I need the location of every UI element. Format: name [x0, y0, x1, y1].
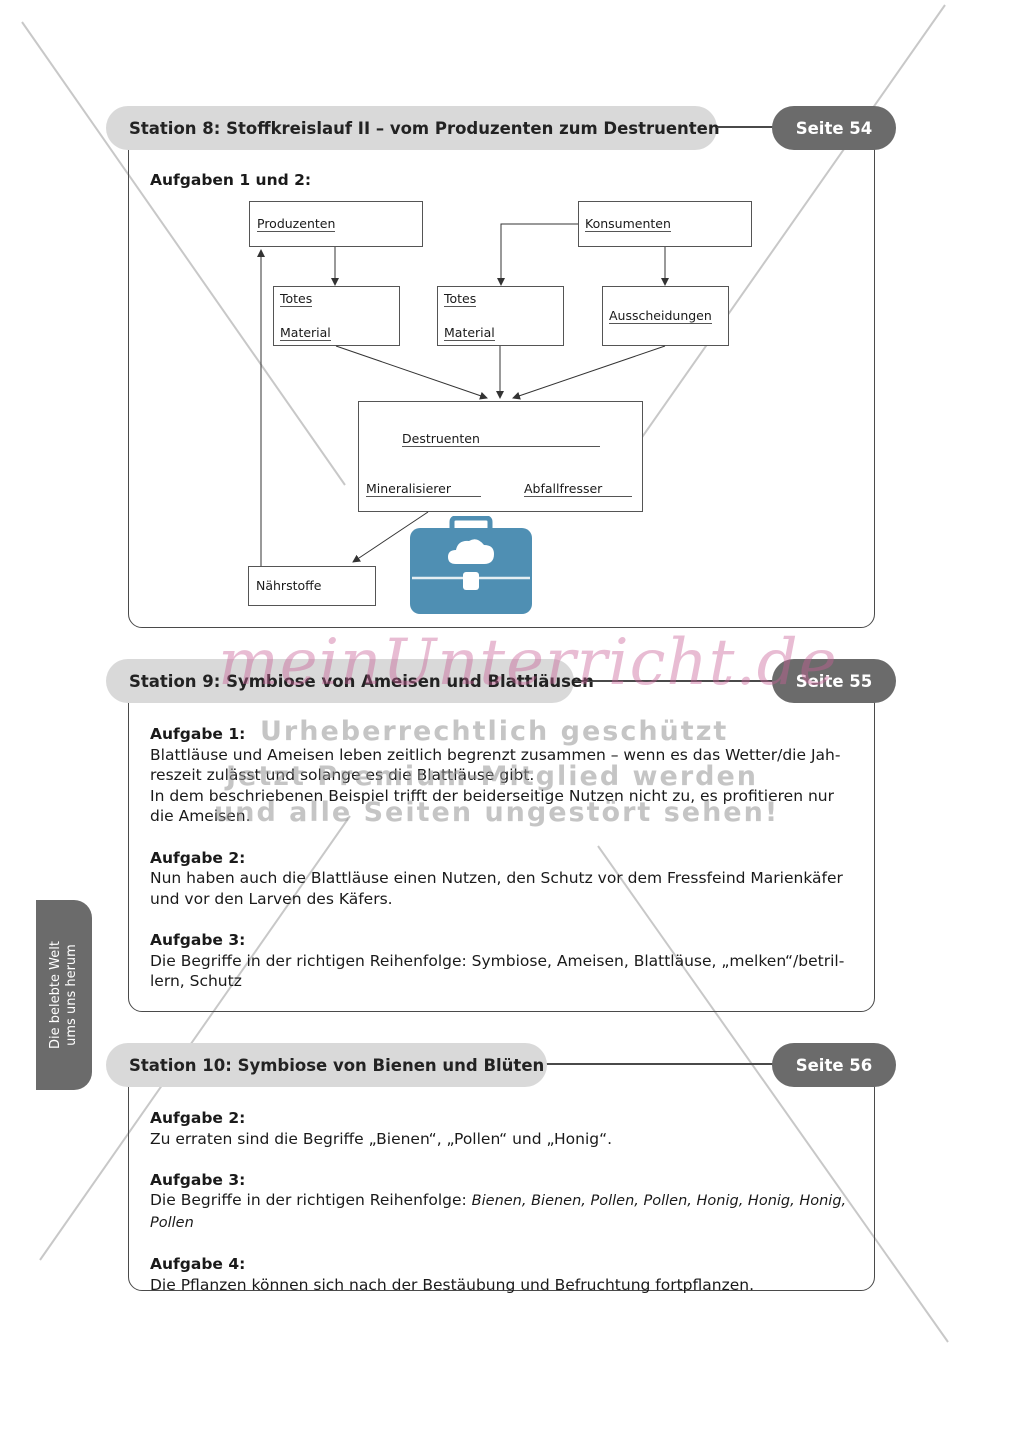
text-line: Die Begriffe in der richtigen Reihenfolg…: [150, 951, 845, 970]
watermark-logo: meinUnterricht.de: [218, 626, 838, 700]
station-8-tasks-heading: Aufgaben 1 und 2:: [150, 171, 312, 189]
task-heading: Aufgabe 2:: [150, 848, 246, 867]
station-9-title: Station 9: Symbiose von Ameisen und Blat…: [106, 659, 594, 703]
label-totes-2: Totes: [444, 291, 477, 307]
station-10-title: Station 10: Symbiose von Bienen und Blüt…: [106, 1043, 547, 1087]
task-heading: Aufgabe 2:: [150, 1109, 246, 1127]
diagram-box-destruenten: [358, 401, 643, 512]
task-heading: Aufgabe 4:: [150, 1255, 246, 1274]
side-tab-label: Die belebte Welt ums uns herum: [48, 941, 79, 1049]
label-ausscheidungen: Ausscheidungen: [609, 308, 712, 324]
label-produzenten: Produzenten: [257, 216, 336, 232]
label-material-2: Material: [444, 325, 495, 341]
text-line: lern, Schutz: [150, 972, 242, 991]
text-line: In dem beschriebenen Beispiel trifft der…: [150, 786, 834, 805]
text-line: reszeit zulässt und solange es die Blatt…: [150, 766, 535, 785]
label-abfallfresser: Abfallfresser: [524, 481, 633, 497]
text-line: Blattläuse und Ameisen leben zeitlich be…: [150, 745, 841, 764]
label-material-1: Material: [280, 325, 331, 341]
station-10-content: Aufgabe 2: Zu erraten sind die Begriffe …: [150, 1108, 865, 1295]
label-totes-1: Totes: [280, 291, 313, 307]
station-8-page-badge: Seite 54: [772, 106, 896, 150]
station-9-page-badge: Seite 55: [772, 659, 896, 703]
briefcase-cloud-icon: [410, 516, 532, 614]
station-8-title: Station 8: Stoffkreislauf II – vom Produ…: [106, 106, 720, 150]
station-10-connector: [547, 1064, 773, 1065]
diagram-box-totes-material-2: [437, 286, 564, 346]
text-line: Die Begriffe in der richtigen Reihenfolg…: [150, 1191, 847, 1231]
diagram-box-naehrstoffe: [248, 566, 376, 606]
task-heading: Aufgabe 3:: [150, 930, 246, 949]
watermark-line-3: und alle Seiten ungestört sehen!: [214, 797, 780, 828]
station-10-page-badge: Seite 56: [772, 1043, 896, 1087]
watermark-line-1: Urheberrechtlich geschützt: [260, 716, 729, 747]
station-9-connector: [574, 681, 773, 682]
text-line: Nun haben auch die Blattläuse einen Nutz…: [150, 869, 843, 888]
station-8-connector: [717, 127, 773, 128]
label-konsumenten: Konsumenten: [585, 216, 671, 232]
label-destruenten: Destruenten: [402, 431, 600, 447]
text-line: und vor den Larven des Käfers.: [150, 889, 393, 908]
text-line: Zu erraten sind die Begriffe „Bienen“, „…: [150, 1129, 613, 1148]
label-mineralisierer: Mineralisierer: [366, 481, 481, 497]
text-line: Die Pflanzen können sich nach der Bestäu…: [150, 1275, 755, 1294]
watermark-line-2: Jetzt Premium-Mitglied werden: [226, 761, 758, 792]
label-naehrstoffe: Nährstoffe: [256, 578, 322, 593]
task-heading: Aufgabe 3:: [150, 1170, 246, 1189]
task-heading: Aufgabe 1:: [150, 725, 246, 743]
